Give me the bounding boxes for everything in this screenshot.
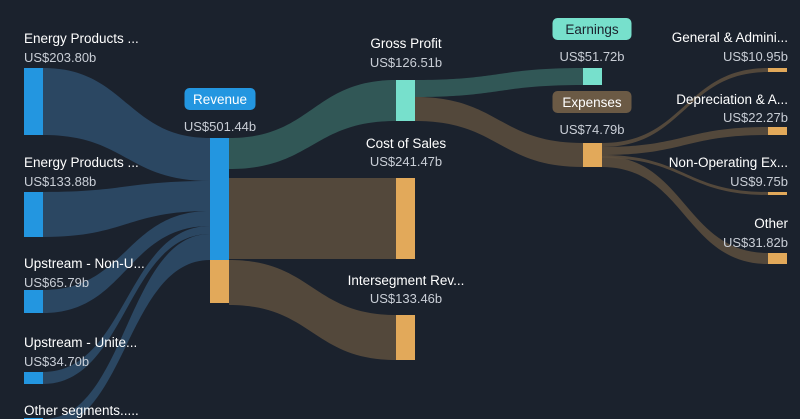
node-ga-bar bbox=[768, 68, 787, 72]
node-earnings-value: US$51.72b bbox=[559, 49, 624, 64]
node-intersegment-bar bbox=[396, 315, 415, 360]
node-seg1-bar bbox=[24, 68, 43, 135]
node-other-value: US$31.82b bbox=[723, 235, 788, 250]
node-gross_profit-bar bbox=[396, 80, 415, 121]
node-da-label: Depreciation & A... bbox=[676, 92, 788, 107]
node-earnings-pill bbox=[552, 18, 632, 40]
sankey-links bbox=[43, 68, 768, 419]
node-other-bar bbox=[768, 253, 787, 264]
node-gross_profit-label: Gross Profit bbox=[370, 36, 442, 51]
link-seg4-to-revenue bbox=[43, 226, 210, 384]
link-seg3-to-revenue bbox=[43, 211, 210, 313]
node-seg4-bar bbox=[24, 372, 43, 384]
link-expenses-to-ga bbox=[602, 68, 768, 147]
node-seg2-value: US$133.88b bbox=[24, 174, 96, 189]
node-da-value: US$22.27b bbox=[723, 110, 788, 125]
sankey-nodes bbox=[24, 68, 787, 419]
node-nonop-value: US$9.75b bbox=[730, 174, 788, 189]
node-expenses-label: Expenses bbox=[562, 95, 622, 110]
link-seg2-to-revenue bbox=[43, 181, 210, 237]
node-intersegment-label: Intersegment Rev... bbox=[348, 273, 465, 288]
node-seg3-value: US$65.79b bbox=[24, 275, 89, 290]
node-revenue-other-bar bbox=[210, 260, 229, 303]
node-earnings-label: Earnings bbox=[565, 22, 619, 37]
node-seg1-value: US$203.80b bbox=[24, 50, 96, 65]
node-nonop-label: Non-Operating Ex... bbox=[669, 155, 788, 170]
node-seg4-value: US$34.70b bbox=[24, 354, 89, 369]
node-seg3-label: Upstream - Non-U... bbox=[24, 256, 145, 271]
node-cost_of_sales-label: Cost of Sales bbox=[366, 136, 447, 151]
link-gross_profit-to-earnings bbox=[415, 68, 583, 97]
node-seg2-label: Energy Products ... bbox=[24, 155, 139, 170]
node-ga-value: US$10.95b bbox=[723, 49, 788, 64]
node-expenses-pill bbox=[552, 91, 632, 113]
link-expenses-to-other bbox=[602, 156, 768, 264]
node-seg2-bar bbox=[24, 192, 43, 237]
node-gross_profit-value: US$126.51b bbox=[370, 55, 442, 70]
node-ga-label: General & Admini... bbox=[672, 30, 788, 45]
node-cost_of_sales-bar bbox=[396, 178, 415, 259]
link-seg5-to-revenue bbox=[43, 234, 210, 419]
node-expenses-value: US$74.79b bbox=[559, 122, 624, 137]
link-revenue-to-cost_of_sales bbox=[229, 178, 396, 259]
node-da-bar bbox=[768, 127, 787, 135]
node-seg5-label: Other segments..... bbox=[24, 403, 139, 418]
node-revenue-value: US$501.44b bbox=[184, 119, 256, 134]
node-seg1-label: Energy Products ... bbox=[24, 31, 139, 46]
node-revenue-label: Revenue bbox=[193, 92, 247, 107]
node-expenses-bar bbox=[583, 143, 602, 167]
node-revenue-bar bbox=[210, 138, 229, 260]
node-seg4-label: Upstream - Unite... bbox=[24, 335, 137, 350]
link-seg1-to-revenue bbox=[43, 68, 210, 181]
node-other-label: Other bbox=[754, 216, 788, 231]
node-revenue-pill bbox=[184, 88, 256, 110]
link-revenue-to-gross_profit bbox=[229, 80, 396, 169]
node-intersegment-value: US$133.46b bbox=[370, 291, 442, 306]
link-expenses-to-nonop bbox=[602, 155, 768, 195]
link-gross_profit-to-expenses bbox=[415, 97, 583, 167]
node-seg3-bar bbox=[24, 290, 43, 313]
node-cost_of_sales-value: US$241.47b bbox=[370, 154, 442, 169]
node-nonop-bar bbox=[768, 192, 787, 195]
link-revenue-to-intersegment bbox=[229, 260, 396, 360]
link-expenses-to-da bbox=[602, 127, 768, 155]
node-earnings-bar bbox=[583, 68, 602, 85]
